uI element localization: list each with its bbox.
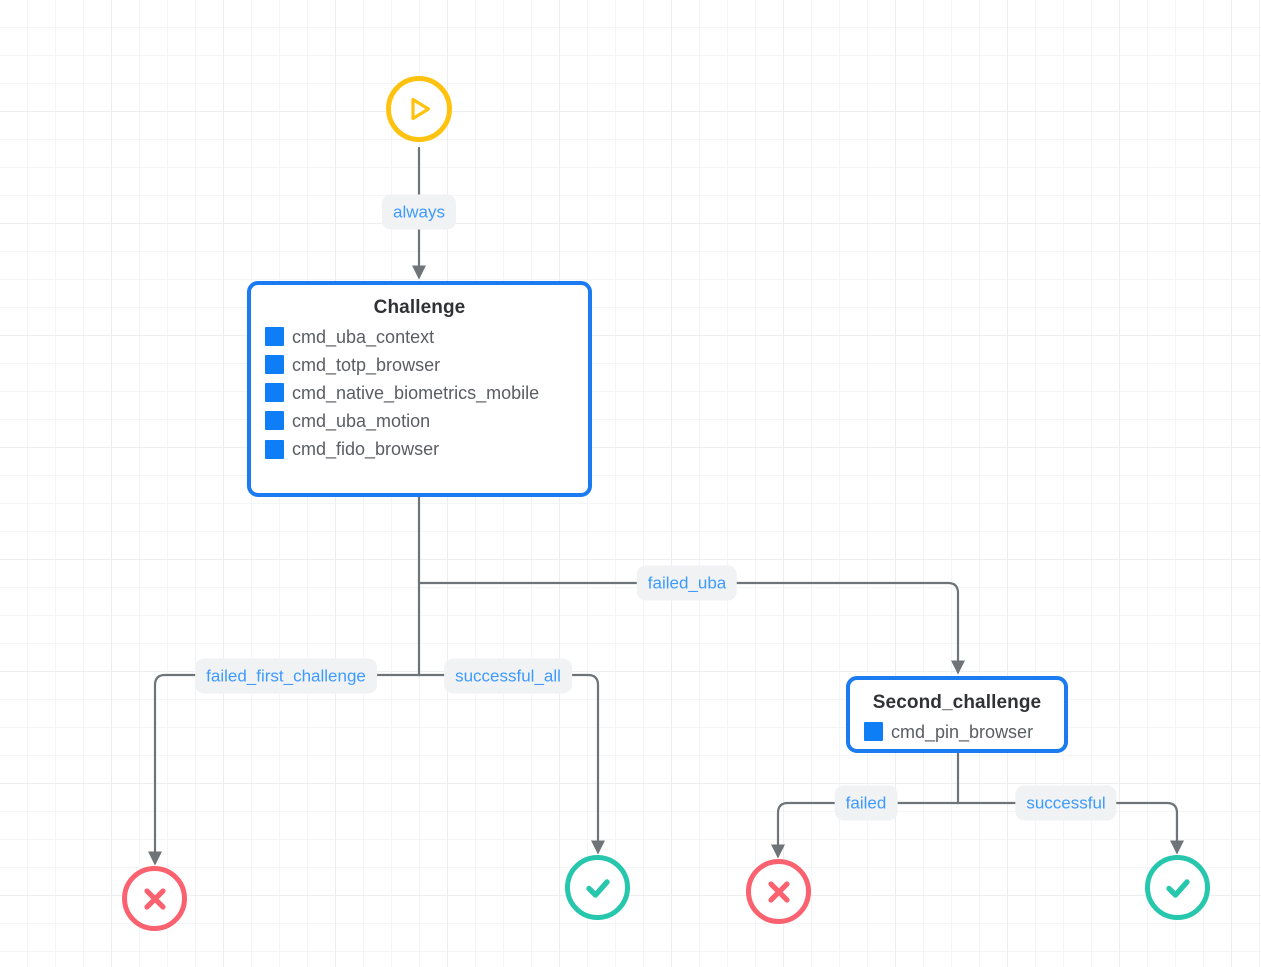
edge-label-failed[interactable]: failed bbox=[834, 785, 898, 821]
node-item[interactable]: cmd_fido_browser bbox=[265, 436, 574, 462]
item-swatch-icon bbox=[265, 383, 284, 403]
edge-label-successful[interactable]: successful bbox=[1015, 785, 1117, 821]
edge-label-always[interactable]: always bbox=[382, 194, 456, 230]
item-swatch-icon bbox=[265, 355, 284, 375]
start-node[interactable] bbox=[386, 76, 452, 142]
terminal-node-success-second[interactable] bbox=[1145, 855, 1210, 920]
node-item-label: cmd_uba_motion bbox=[292, 410, 431, 431]
node-item-label: cmd_totp_browser bbox=[292, 354, 441, 375]
terminal-node-fail-second[interactable] bbox=[746, 859, 811, 924]
x-circle-icon bbox=[139, 883, 171, 915]
node-item-label: cmd_fido_browser bbox=[292, 439, 440, 460]
node-second-challenge[interactable]: Second_challenge cmd_pin_browser bbox=[846, 676, 1068, 753]
item-swatch-icon bbox=[265, 439, 284, 459]
node-item-label: cmd_pin_browser bbox=[891, 721, 1034, 742]
node-item-label: cmd_uba_context bbox=[292, 326, 435, 347]
node-challenge-title: Challenge bbox=[373, 297, 466, 318]
x-circle-icon bbox=[763, 876, 795, 908]
item-swatch-icon bbox=[265, 411, 284, 431]
edge-label-successful-all[interactable]: successful_all bbox=[444, 658, 572, 694]
node-item[interactable]: cmd_pin_browser bbox=[864, 719, 1050, 745]
node-challenge-items: cmd_uba_context cmd_totp_browser cmd_nat… bbox=[265, 324, 574, 462]
check-circle-icon bbox=[1161, 871, 1195, 905]
node-second-challenge-title: Second_challenge bbox=[872, 692, 1042, 713]
terminal-node-success-all[interactable] bbox=[565, 855, 630, 920]
item-swatch-icon bbox=[864, 722, 883, 742]
terminal-node-fail-first-challenge[interactable] bbox=[122, 866, 187, 931]
edge-label-failed-uba[interactable]: failed_uba bbox=[636, 565, 738, 601]
node-item[interactable]: cmd_uba_context bbox=[265, 324, 574, 350]
play-circle-icon bbox=[402, 92, 436, 126]
item-swatch-icon bbox=[265, 327, 284, 347]
node-item[interactable]: cmd_totp_browser bbox=[265, 352, 574, 378]
edge-path-failed-first-challenge bbox=[147, 673, 421, 866]
node-second-challenge-items: cmd_pin_browser bbox=[864, 719, 1050, 745]
edge-label-failed-first-challenge[interactable]: failed_first_challenge bbox=[195, 658, 377, 694]
check-circle-icon bbox=[581, 871, 615, 905]
node-item-label: cmd_native_biometrics_mobile bbox=[292, 382, 540, 403]
node-challenge[interactable]: Challenge cmd_uba_context cmd_totp_brows… bbox=[247, 281, 592, 497]
node-item[interactable]: cmd_native_biometrics_mobile bbox=[265, 380, 574, 406]
edge-path-successful-all bbox=[417, 673, 606, 855]
node-item[interactable]: cmd_uba_motion bbox=[265, 408, 574, 434]
